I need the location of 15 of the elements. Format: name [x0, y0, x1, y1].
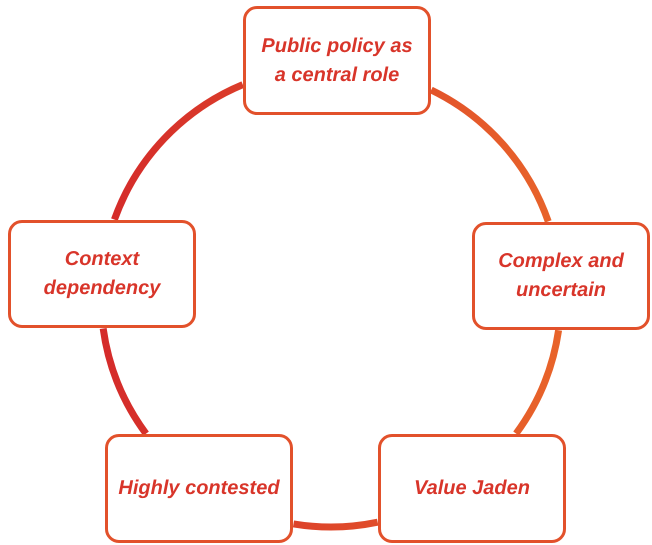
- connector-arc: [100, 328, 149, 436]
- connector-arc: [111, 81, 244, 221]
- connector-arc: [513, 330, 562, 436]
- rounded-box: [8, 220, 196, 328]
- node-label: Complex and uncertain: [497, 249, 626, 303]
- rounded-box: [105, 434, 293, 543]
- connector-arc: [430, 86, 552, 223]
- rounded-box: [378, 434, 566, 543]
- node-label: Highly contested: [118, 476, 280, 501]
- rounded-box: [243, 6, 431, 115]
- node-label: Context dependency: [42, 247, 162, 301]
- node-label: Value Jaden: [414, 476, 530, 501]
- node-label: Public policy as a central role: [260, 34, 414, 88]
- connector-arc: [293, 518, 378, 530]
- rounded-box: [472, 222, 650, 330]
